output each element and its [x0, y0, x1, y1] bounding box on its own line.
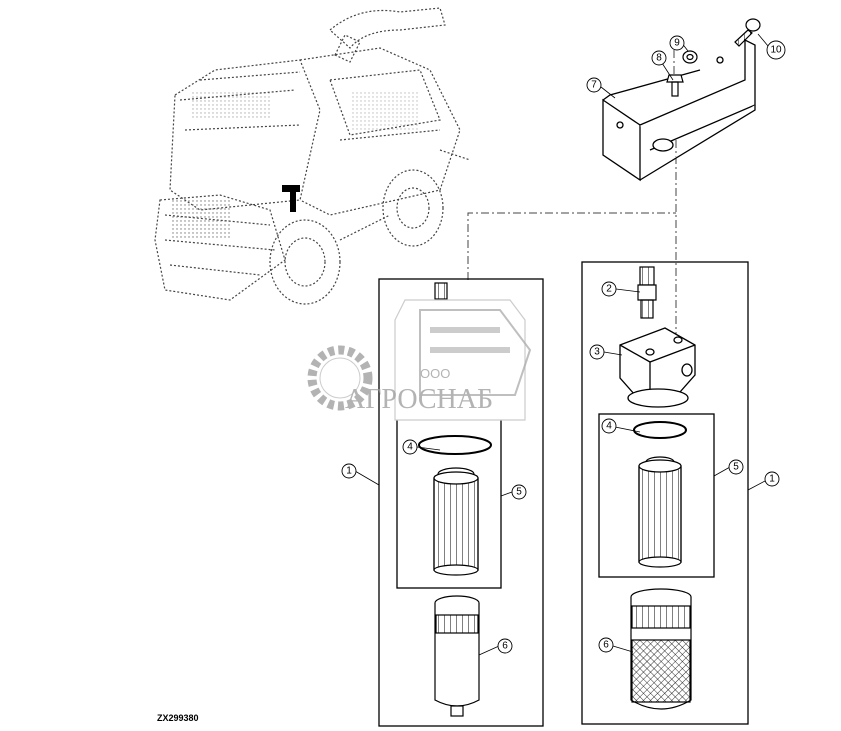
callout-3: 3 — [589, 344, 605, 360]
right-filter-bowl — [630, 588, 692, 710]
watermark: ООО АГРОСНАБ — [307, 309, 532, 415]
svg-text:8: 8 — [656, 53, 662, 64]
callout-1-right: 1 — [764, 471, 780, 487]
svg-text:9: 9 — [674, 38, 680, 49]
svg-text:2: 2 — [606, 284, 612, 295]
harvester-shading — [172, 200, 232, 240]
svg-text:6: 6 — [502, 641, 508, 652]
watermark-line2: АГРОСНАБ — [345, 384, 493, 415]
figure-id: ZX299380 — [157, 713, 199, 723]
nut-part — [682, 50, 698, 64]
svg-text:5: 5 — [516, 487, 522, 498]
callout-6-left: 6 — [497, 638, 513, 654]
bolt-part — [734, 18, 761, 47]
leader-lines — [467, 50, 677, 335]
left-filter-bowl — [434, 595, 480, 717]
callout-8: 8 — [651, 50, 667, 66]
callout-4-left: 4 — [402, 439, 418, 455]
svg-text:6: 6 — [603, 640, 609, 651]
location-marker — [282, 185, 300, 212]
callout-6-right: 6 — [598, 637, 614, 653]
svg-text:1: 1 — [769, 474, 775, 485]
filter-head-part — [619, 327, 696, 408]
svg-text:1: 1 — [346, 466, 352, 477]
svg-text:4: 4 — [407, 442, 413, 453]
left-filter-element — [433, 467, 479, 576]
right-filter-element — [638, 456, 682, 568]
callout-5-left: 5 — [511, 484, 527, 500]
right-assembly-frame — [581, 261, 749, 725]
right-element-kit-frame — [598, 413, 715, 578]
sensor-part — [637, 266, 657, 319]
cap-screw-part — [666, 74, 684, 97]
svg-text:3: 3 — [594, 347, 600, 358]
left-o-ring — [418, 435, 492, 455]
callout-leaders — [354, 33, 769, 656]
harvester-shading — [190, 90, 270, 120]
callout-7: 7 — [586, 77, 602, 93]
svg-text:7: 7 — [591, 80, 597, 91]
watermark-line1: ООО — [420, 366, 450, 381]
bracket-part — [602, 38, 756, 182]
svg-text:4: 4 — [606, 421, 612, 432]
left-assembly-frame — [378, 278, 544, 727]
callout-5-right: 5 — [728, 459, 744, 475]
harvester-shading — [350, 90, 420, 130]
right-o-ring — [633, 421, 687, 439]
callout-1-left: 1 — [341, 463, 357, 479]
callout-10: 10 — [766, 40, 786, 60]
callout-9: 9 — [669, 35, 685, 51]
callout-2: 2 — [601, 281, 617, 297]
svg-text:5: 5 — [733, 462, 739, 473]
callout-4-right: 4 — [601, 418, 617, 434]
harvester-sketch — [154, 7, 471, 305]
svg-text:10: 10 — [770, 45, 782, 56]
